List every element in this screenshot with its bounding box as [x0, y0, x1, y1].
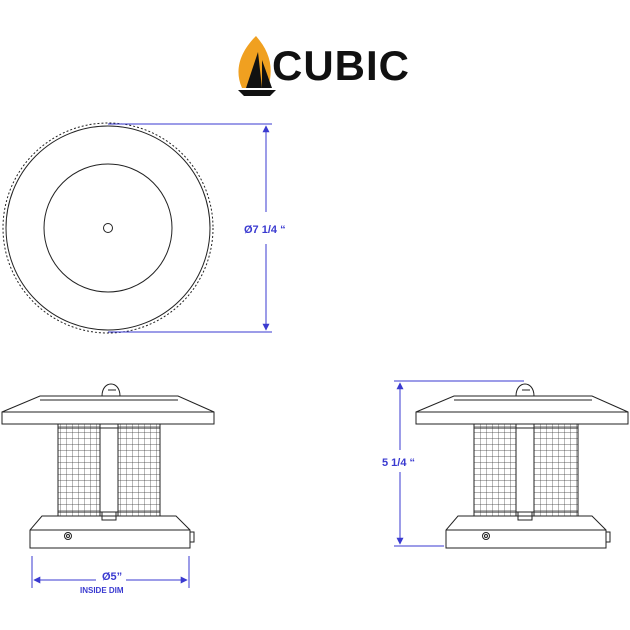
front-view: Ø5” INSIDE DIM: [1, 383, 215, 595]
inside-dim-note: INSIDE DIM: [80, 586, 124, 595]
top-diameter-label: Ø7 1/4 “: [244, 224, 286, 236]
height-label: 5 1/4 “: [382, 457, 415, 469]
side-view: 5 1/4 “: [382, 380, 629, 549]
center-hole: [103, 223, 113, 233]
top-view: Ø7 1/4 “: [2, 122, 286, 334]
inside-diameter-label: Ø5”: [102, 571, 122, 583]
brand-logo: CUBIC: [238, 36, 410, 96]
brand-name: CUBIC: [272, 42, 410, 89]
flame-sail-icon: [238, 36, 276, 96]
